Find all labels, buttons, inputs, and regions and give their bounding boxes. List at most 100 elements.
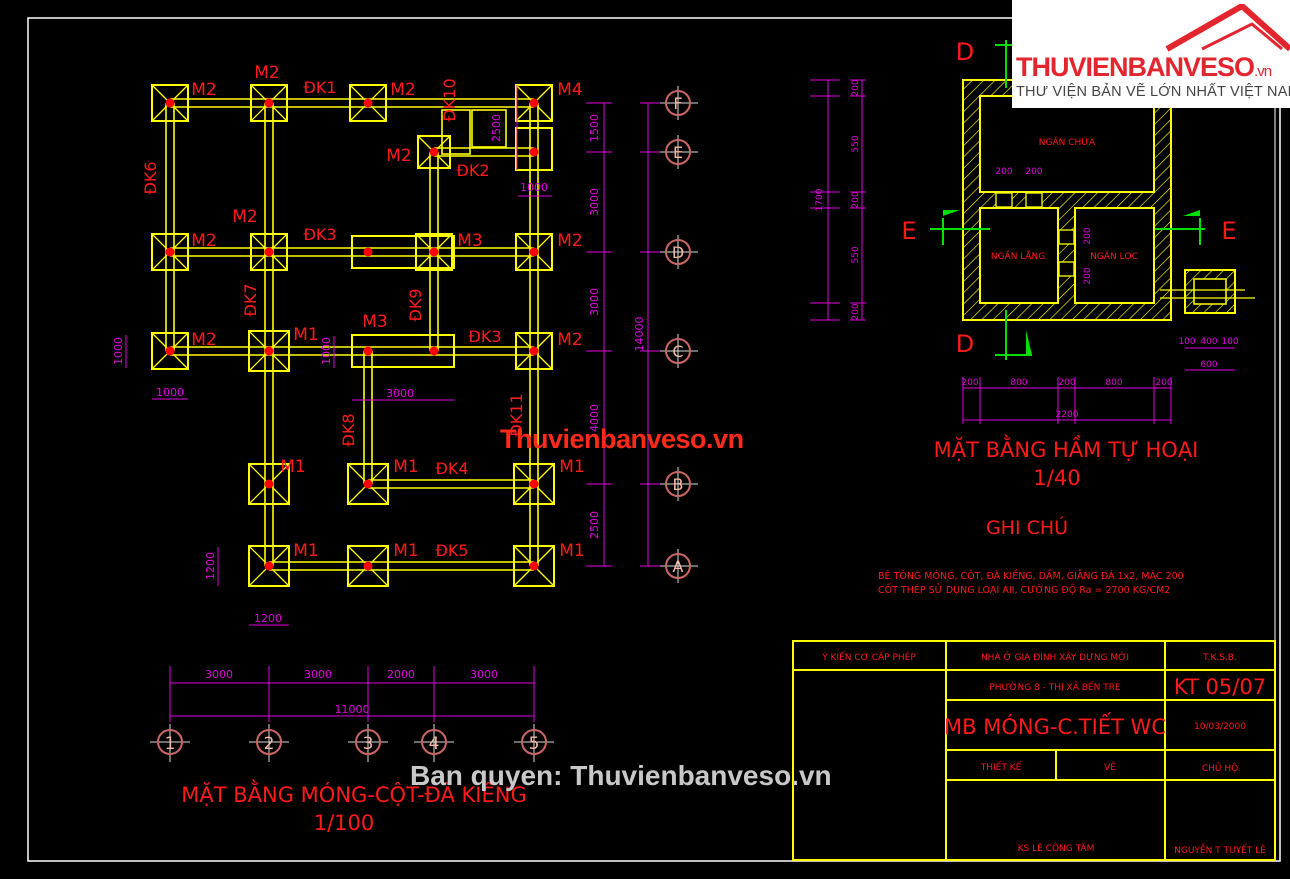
footing: [515, 127, 553, 171]
section-mark: D: [956, 330, 974, 358]
septic-tank-plan: [810, 40, 1255, 424]
dim-text: 200: [851, 79, 861, 96]
grid-bubble: [355, 729, 381, 755]
footing: [513, 545, 555, 587]
dim-text: 600: [1200, 360, 1217, 370]
footing: [347, 545, 389, 587]
dim-text: 200: [1025, 167, 1042, 177]
dim-text: 3000: [304, 668, 332, 681]
section-mark: E: [1221, 217, 1236, 245]
foundation-plan: [125, 84, 698, 762]
column-dot: [529, 561, 539, 571]
septic-title: MẶT BẰNG HẦM TỰ HOẠI: [934, 434, 1199, 462]
grid-bubble: [665, 239, 691, 265]
footing: [347, 463, 389, 505]
column-dot: [264, 346, 274, 356]
chamber-label: NGĂN LẮNG: [991, 249, 1045, 262]
column-dot: [264, 98, 274, 108]
footing: [417, 135, 451, 169]
dim-text: 1700: [815, 188, 825, 211]
dim-text: 2000: [387, 668, 415, 681]
section-arrow: [943, 210, 960, 216]
title-block: [792, 640, 1276, 861]
footing: [151, 233, 189, 271]
footing: [515, 84, 553, 122]
dim-text: 200: [961, 378, 978, 388]
grid-bubble: [256, 729, 282, 755]
dim-text: 200: [1083, 267, 1093, 284]
dim-text: 2200: [1056, 410, 1079, 420]
grid-row-label: B: [673, 475, 684, 494]
footing-label: M2: [557, 330, 582, 350]
dim-text: 200: [1155, 378, 1172, 388]
title-block-location: PHƯỜNG 8 - THỊ XÃ BẾN TRE: [989, 681, 1121, 693]
dim-text: 3000: [386, 387, 414, 400]
footing-label: M2: [191, 80, 216, 100]
dim-text: 1200: [204, 552, 217, 580]
dim-text: 3000: [470, 668, 498, 681]
beam-label: ĐK3: [468, 327, 501, 346]
logo-tagline: THƯ VIỆN BẢN VẼ LỚN NHẤT VIỆT NAM: [1016, 84, 1290, 100]
title-block-date: 10/03/2000: [1194, 722, 1246, 732]
footing: [513, 463, 555, 505]
footing-label: M2: [232, 207, 257, 227]
grid-bubble: [665, 553, 691, 579]
grid-column-label: 1: [165, 734, 176, 754]
tank-opening: [995, 192, 1013, 208]
grid-column-label: 3: [363, 734, 374, 754]
sheet-border: [27, 17, 1281, 862]
footing-label: M1: [393, 541, 418, 561]
footing-label: M1: [293, 325, 318, 345]
beam-label: ĐK4: [435, 459, 468, 478]
dim-text: 1000: [156, 386, 184, 399]
section-mark: E: [901, 217, 916, 245]
tank-chamber: [1074, 207, 1155, 304]
dim-text: 1000: [320, 337, 333, 365]
dim-text: 200: [851, 191, 861, 208]
dim-text: 2500: [490, 114, 503, 142]
column-dot: [165, 247, 175, 257]
grid-row-label: E: [673, 143, 683, 162]
footing: [515, 233, 553, 271]
grid-bubble: [665, 139, 691, 165]
grid-bubble: [665, 471, 691, 497]
title-block-drawing-title: MB MÓNG-C.TIẾT WC: [944, 712, 1166, 739]
dim-text: 4000: [588, 404, 601, 432]
notes-title: GHI CHÚ: [986, 515, 1068, 539]
footing-label: M1: [559, 457, 584, 477]
beam-label: ĐK9: [406, 288, 425, 321]
footing-label: M2: [557, 231, 582, 251]
chamber-label: NGĂN CHỨA: [1039, 136, 1096, 148]
title-block-designer-name: KS LÊ CÔNG TÂM: [1018, 842, 1095, 854]
footing: [415, 233, 453, 271]
title-block-owner-label: CHỦ HỘ: [1202, 762, 1238, 774]
column-dot: [264, 247, 274, 257]
column-dot: [165, 98, 175, 108]
dim-text: 550: [851, 135, 861, 152]
title-block-project: NHÀ Ở GIA ĐÌNH XÂY DỰNG MỚI: [981, 651, 1129, 663]
column-dot: [264, 561, 274, 571]
site-logo: THUVIENBANVESO.vn THƯ VIỆN BẢN VẼ LỚN NH…: [1012, 0, 1290, 108]
grid-row-label: A: [673, 557, 684, 576]
dim-text: 550: [851, 246, 861, 263]
grid-bubble: [665, 338, 691, 364]
tank-opening: [1058, 261, 1075, 277]
footing-label: M1: [293, 541, 318, 561]
septic-scale: 1/40: [1033, 466, 1080, 490]
beam-label: ĐK10: [440, 78, 459, 121]
footing-label: M2: [386, 146, 411, 166]
watermark-copyright: Ban quyen: Thuvienbanveso.vn: [410, 760, 832, 791]
dim-text: 3000: [588, 288, 601, 316]
footing: [248, 463, 290, 505]
chamber-label: NGĂN LỌC: [1090, 250, 1138, 262]
grid-row-label: F: [673, 94, 682, 113]
column-dot: [529, 147, 539, 157]
footing-label: M2: [390, 80, 415, 100]
grid-column-label: 2: [264, 734, 275, 754]
beam-label: ĐK11: [507, 393, 526, 436]
column-dot: [429, 147, 439, 157]
section-arrow: [1183, 210, 1200, 216]
dim-text: 14000: [633, 317, 646, 352]
column-dot: [529, 346, 539, 356]
